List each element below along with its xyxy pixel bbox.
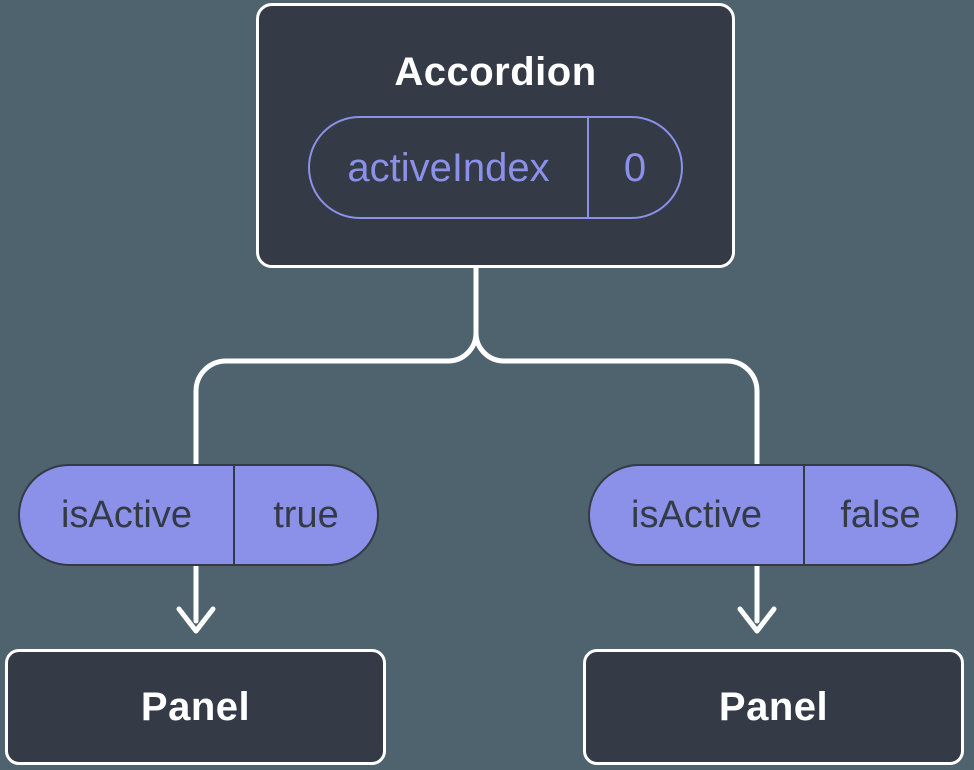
state-value-label: 0 [623, 145, 647, 190]
panel-node-title: Panel [718, 685, 829, 729]
accordion-state-pill: activeIndex 0 [308, 116, 683, 219]
branch-left-line [193, 330, 479, 470]
arrow-left-head-icon [176, 606, 216, 634]
prop-pill-right: isActive false [588, 464, 958, 566]
prop-pill-left: isActive true [18, 464, 379, 566]
prop-value-label: true [273, 494, 339, 536]
prop-name-label: isActive [20, 466, 235, 564]
accordion-node: Accordion activeIndex 0 [256, 3, 735, 268]
panel-node-left: Panel [5, 649, 386, 765]
prop-value-label: false [840, 494, 921, 536]
prop-name-label: isActive [590, 466, 805, 564]
arrow-right-head-icon [737, 606, 777, 634]
accordion-node-title: Accordion [394, 50, 597, 94]
state-name-label: activeIndex [310, 118, 589, 217]
connector-group [176, 263, 777, 634]
panel-node-right: Panel [583, 649, 964, 765]
panel-node-title: Panel [140, 685, 251, 729]
branch-right-line [473, 330, 760, 470]
